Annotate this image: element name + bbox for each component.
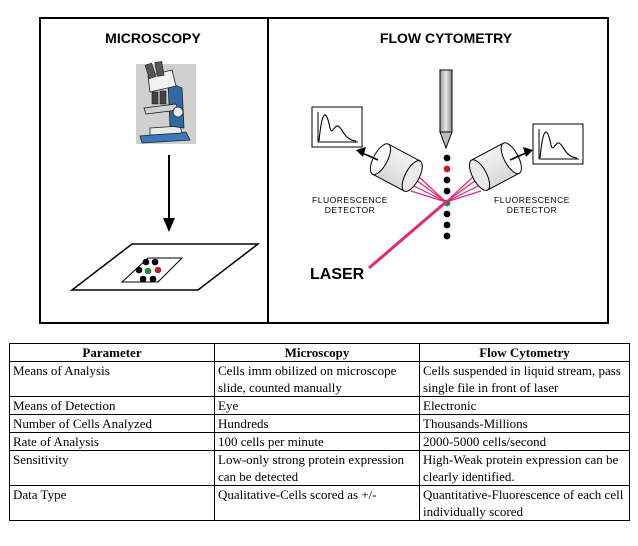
fluorescence-detector-icon-right [468,142,522,191]
table-row: Means of Analysis Cells imm obilized on … [9,361,630,397]
detector-right-label-line1: FLUORESCENCE [494,195,570,205]
needle-nozzle-icon [439,69,453,150]
table-row: Sensitivity Low-only strong protein expr… [9,450,630,486]
detector-right-label-line2: DETECTOR [507,205,558,215]
fluorescence-detector-icon [369,143,423,192]
table-row: Rate of Analysis 100 cells per minute 20… [9,432,630,451]
arrow-head-icon [163,218,175,232]
table-cell: High-Weak protein expression can be clea… [419,450,630,486]
detector-left-label-line2: DETECTOR [325,205,376,215]
table-cell: 2000-5000 cells/second [419,432,630,451]
microscopy-title: MICROSCOPY [105,30,201,46]
slide-cells [135,258,162,283]
microscope-icon [136,61,196,144]
table-cell: Cells suspended in liquid stream, pass s… [419,361,630,397]
header-parameter: Parameter [9,343,215,362]
flow-cytometry-title: FLOW CYTOMETRY [380,30,513,46]
comparison-table: Parameter Microscopy Flow Cytometry Mean… [9,343,630,521]
table-cell: Cells imm obilized on microscope slide, … [214,361,420,397]
table-row: Number of Cells Analyzed Hundreds Thousa… [9,414,630,433]
laser-beam [368,200,447,270]
table-cell: Data Type [9,485,215,521]
signal-arrow-left-icon [356,147,366,157]
histogram-icon [311,106,363,148]
table-cell: Means of Detection [9,396,215,415]
table-cell: Sensitivity [9,450,215,486]
table-cell: Thousands-Millions [419,414,630,433]
table-cell: Hundreds [214,414,420,433]
table-header-row: Parameter Microscopy Flow Cytometry [9,343,630,362]
table-cell: Low-only strong protein expression can b… [214,450,420,486]
table-cell: Quantitative-Fluorescence of each cell i… [419,485,630,521]
cell-stream [443,154,451,240]
laser-label: LASER [310,266,365,283]
table-cell: Means of Analysis [9,361,215,397]
diagram-figure: MICROSCOPY FLOW CYTOMETRY [39,17,609,324]
table-cell: Electronic [419,396,630,415]
table-row: Data Type Qualitative-Cells scored as +/… [9,485,630,521]
table-row: Means of Detection Eye Electronic [9,396,630,415]
header-microscopy: Microscopy [214,343,420,362]
header-flow-cytometry: Flow Cytometry [419,343,630,362]
cover-slip [120,257,184,283]
detector-left-label-line1: FLUORESCENCE [312,195,388,205]
table-cell: Eye [214,396,420,415]
emission-rays [410,175,482,203]
histogram-icon-right [532,123,584,165]
table-cell: Rate of Analysis [9,432,215,451]
table-cell: 100 cells per minute [214,432,420,451]
signal-arrow-right-icon [523,147,533,157]
table-cell: Number of Cells Analyzed [9,414,215,433]
table-cell: Qualitative-Cells scored as +/- [214,485,420,521]
